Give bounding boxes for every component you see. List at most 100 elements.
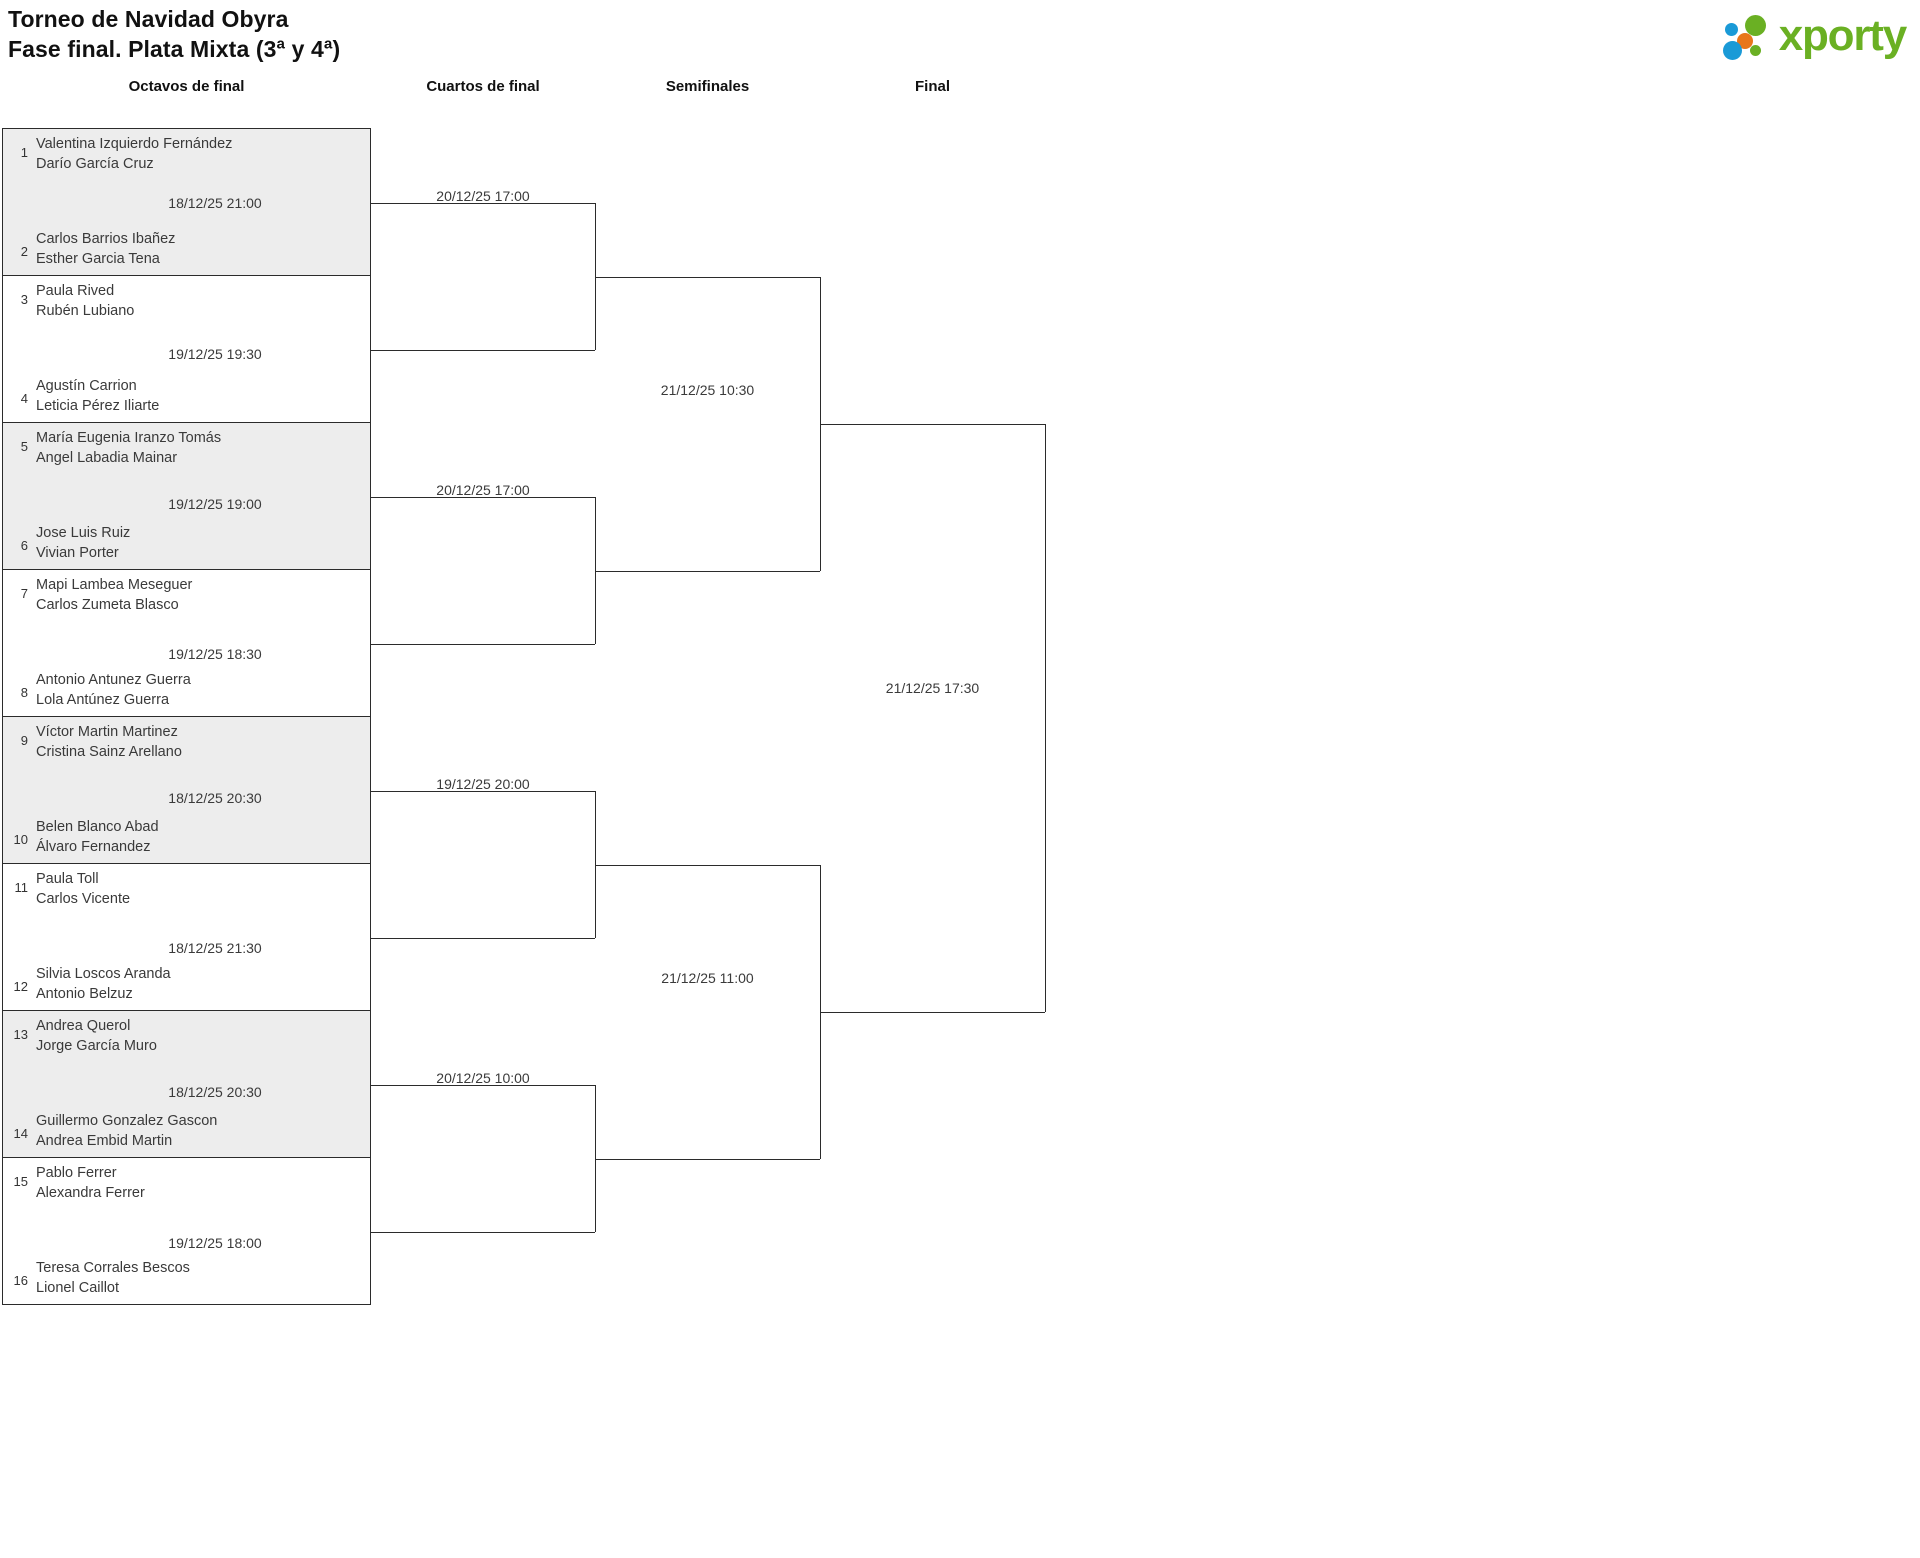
player-name-2: Álvaro Fernandez: [36, 838, 151, 855]
player-names: Agustín Carrion Leticia Pérez Iliarte: [31, 377, 370, 416]
seed-number: 9: [20, 733, 28, 748]
connector-final-join: [1045, 424, 1046, 1012]
player-names: Carlos Barrios Ibañez Esther Garcia Tena: [31, 230, 370, 269]
bracket-slot-12[interactable]: 12 Silvia Loscos Aranda Antonio Belzuz: [2, 937, 371, 1010]
player-names: Belen Blanco Abad Álvaro Fernandez: [31, 818, 370, 857]
connector-sf2-top: [595, 865, 820, 866]
player-name-1: María Eugenia Iranzo Tomás: [36, 430, 222, 446]
match-time-r16-2: 19/12/25 19:30: [168, 346, 262, 362]
seed-number: 12: [13, 979, 28, 994]
connector-qf3-bottom: [371, 938, 595, 939]
player-name-2: Esther Garcia Tena: [36, 250, 160, 267]
match-time-r16-5: 18/12/25 20:30: [168, 790, 262, 806]
player-name-1: Carlos Barrios Ibañez: [36, 231, 176, 247]
connector-qf2-join: [595, 497, 596, 644]
match-time-final: 21/12/25 17:30: [885, 680, 980, 696]
player-name-1: Antonio Antunez Guerra: [36, 672, 191, 688]
bracket-slot-14[interactable]: 14 Guillermo Gonzalez Gascon Andrea Embi…: [2, 1084, 371, 1157]
match-time-r16-8: 19/12/25 18:00: [168, 1235, 262, 1251]
seed-number: 13: [13, 1027, 28, 1042]
match-time-r16-4: 19/12/25 18:30: [168, 646, 262, 662]
bracket-slot-13[interactable]: 13 Andrea Querol Jorge García Muro: [2, 1010, 371, 1084]
bracket-slot-3[interactable]: 3 Paula Rived Rubén Lubiano: [2, 275, 371, 349]
player-name-2: Angel Labadia Mainar: [36, 449, 178, 466]
player-name-1: Andrea Querol: [36, 1018, 131, 1034]
connector-qf2-top: [371, 497, 595, 498]
player-names: Silvia Loscos Aranda Antonio Belzuz: [31, 965, 370, 1004]
player-names: Valentina Izquierdo Fernández Darío Garc…: [31, 135, 370, 174]
bracket-slot-7[interactable]: 7 Mapi Lambea Meseguer Carlos Zumeta Bla…: [2, 569, 371, 643]
match-time-sf-1: 21/12/25 10:30: [660, 382, 755, 398]
bracket-slot-6[interactable]: 6 Jose Luis Ruiz Vivian Porter: [2, 496, 371, 569]
player-name-2: Lola Antúnez Guerra: [36, 691, 170, 708]
bracket-slot-5[interactable]: 5 María Eugenia Iranzo Tomás Angel Labad…: [2, 422, 371, 496]
player-name-1: Silvia Loscos Aranda: [36, 966, 171, 982]
player-names: Víctor Martin Martinez Cristina Sainz Ar…: [31, 723, 370, 762]
seed-number: 16: [13, 1273, 28, 1288]
bracket-slot-10[interactable]: 10 Belen Blanco Abad Álvaro Fernandez: [2, 790, 371, 863]
match-time-r16-3: 19/12/25 19:00: [168, 496, 262, 512]
round-header-final: Final: [914, 78, 950, 95]
logo-dot-blue-large-icon: [1722, 41, 1742, 60]
player-names: Guillermo Gonzalez Gascon Andrea Embid M…: [31, 1112, 370, 1151]
connector-qf1-top: [371, 203, 595, 204]
player-name-1: Víctor Martin Martinez: [36, 724, 178, 740]
connector-qf4-bottom: [371, 1232, 595, 1233]
xporty-logo: xporty: [1666, 6, 1907, 66]
player-names: Jose Luis Ruiz Vivian Porter: [31, 524, 370, 563]
connector-qf2-bottom: [371, 644, 595, 645]
player-names: Andrea Querol Jorge García Muro: [31, 1017, 370, 1056]
player-name-1: Pablo Ferrer: [36, 1165, 117, 1181]
match-time-r16-7: 18/12/25 20:30: [168, 1084, 262, 1100]
player-name-2: Cristina Sainz Arellano: [36, 743, 182, 760]
player-name-1: Mapi Lambea Meseguer: [36, 577, 193, 593]
match-time-r16-6: 18/12/25 21:30: [168, 940, 262, 956]
tournament-subtitle: Fase final. Plata Mixta (3ª y 4ª): [8, 36, 341, 62]
player-name-1: Paula Toll: [36, 871, 99, 887]
player-name-2: Jorge García Muro: [36, 1037, 157, 1054]
bracket-slot-9[interactable]: 9 Víctor Martin Martinez Cristina Sainz …: [2, 716, 371, 790]
player-name-2: Carlos Zumeta Blasco: [36, 596, 179, 613]
connector-sf2-bottom: [595, 1159, 820, 1160]
connector-qf3-join: [595, 791, 596, 938]
logo-dot-green-large-icon: [1744, 15, 1766, 36]
player-name-2: Antonio Belzuz: [36, 985, 133, 1002]
bracket-slot-1[interactable]: 1 Valentina Izquierdo Fernández Darío Ga…: [2, 128, 371, 202]
seed-number: 4: [20, 391, 28, 406]
seed-number: 7: [20, 586, 28, 601]
bracket-slot-11[interactable]: 11 Paula Toll Carlos Vicente: [2, 863, 371, 937]
bracket-slot-15[interactable]: 15 Pablo Ferrer Alexandra Ferrer: [2, 1157, 371, 1231]
player-name-1: Jose Luis Ruiz: [36, 525, 131, 541]
logo-wordmark: xporty: [1778, 11, 1907, 60]
bracket-slot-4[interactable]: 4 Agustín Carrion Leticia Pérez Iliarte: [2, 349, 371, 422]
player-names: Paula Rived Rubén Lubiano: [31, 282, 370, 321]
player-name-2: Leticia Pérez Iliarte: [36, 397, 160, 414]
bracket-slot-2[interactable]: 2 Carlos Barrios Ibañez Esther Garcia Te…: [2, 202, 371, 275]
seed-number: 10: [13, 832, 28, 847]
player-names: Paula Toll Carlos Vicente: [31, 870, 370, 909]
seed-number: 15: [13, 1174, 28, 1189]
player-name-2: Andrea Embid Martin: [36, 1132, 173, 1149]
seed-number: 2: [20, 244, 28, 259]
connector-qf3-top: [371, 791, 595, 792]
connector-qf1-bottom: [371, 350, 595, 351]
player-name-1: Agustín Carrion: [36, 378, 137, 394]
player-names: Antonio Antunez Guerra Lola Antúnez Guer…: [31, 671, 370, 710]
connector-sf1-top: [595, 277, 820, 278]
connector-sf1-bottom: [595, 571, 820, 572]
connector-qf1-join: [595, 203, 596, 350]
bracket-slot-16[interactable]: 16 Teresa Corrales Bescos Lionel Caillot: [2, 1231, 371, 1305]
player-name-2: Rubén Lubiano: [36, 302, 135, 319]
logo-dot-blue-small-icon: [1724, 23, 1738, 36]
bracket-slot-8[interactable]: 8 Antonio Antunez Guerra Lola Antúnez Gu…: [2, 643, 371, 716]
player-name-2: Vivian Porter: [36, 544, 119, 561]
page-header: Torneo de Navidad Obyra Fase final. Plat…: [8, 4, 1208, 64]
connector-final-bottom: [820, 1012, 1045, 1013]
match-time-qf-2: 20/12/25 17:00: [436, 482, 530, 498]
match-time-qf-4: 20/12/25 10:00: [436, 1070, 530, 1086]
player-name-2: Alexandra Ferrer: [36, 1184, 145, 1201]
seed-number: 1: [20, 145, 28, 160]
match-time-qf-3: 19/12/25 20:00: [436, 776, 530, 792]
seed-number: 6: [20, 538, 28, 553]
logo-dots-icon: [1722, 12, 1775, 60]
